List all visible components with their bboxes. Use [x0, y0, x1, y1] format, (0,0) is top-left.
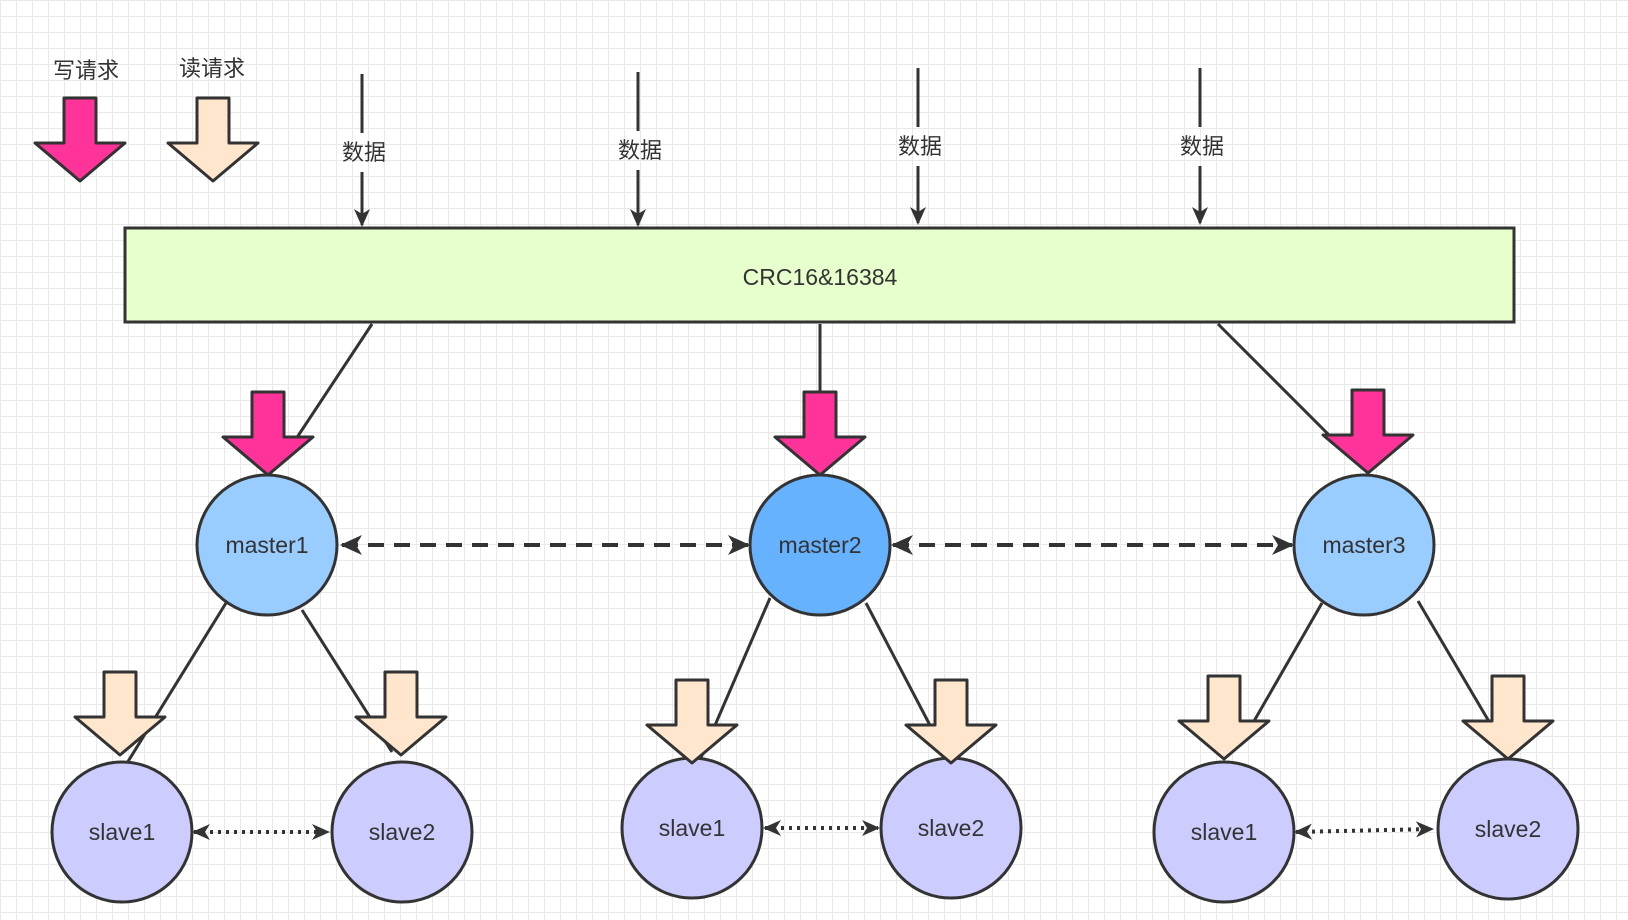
read-arrow-slave4-icon	[904, 678, 998, 765]
master-to-slave-lines	[122, 597, 1496, 769]
slave-node-3[interactable]: slave1	[620, 756, 764, 900]
slave-label-3: slave1	[659, 815, 725, 841]
master2-label: master2	[778, 532, 861, 558]
master-nodes: master1 master2 master3	[195, 473, 1436, 617]
read-arrow-slave3-icon	[645, 678, 739, 765]
read-request-label: 读请求	[179, 57, 245, 82]
read-arrow-slave2-icon	[354, 670, 448, 757]
read-arrow-slave5-icon	[1177, 674, 1271, 761]
slave-label-5: slave1	[1191, 819, 1257, 845]
hash-box: CRC16&16384	[123, 226, 1516, 324]
slave-read-arrows	[73, 670, 1555, 765]
write-arrow-master3-icon	[1321, 388, 1415, 475]
master3-slave2-line	[1416, 600, 1496, 731]
read-request-arrow-icon	[166, 96, 260, 183]
data-input-label-1: 数据	[342, 141, 386, 166]
read-arrow-slave6-icon	[1461, 674, 1555, 761]
slave-label-6: slave2	[1475, 816, 1541, 842]
write-arrow-master1-icon	[221, 390, 315, 477]
master3-label: master3	[1322, 532, 1405, 558]
hash-to-master-lines	[292, 322, 1342, 448]
write-arrow-master2-icon	[773, 390, 867, 477]
master3-slave1-line	[1244, 602, 1324, 736]
master-write-arrows	[221, 388, 1415, 477]
data-input-label-4: 数据	[1180, 135, 1224, 160]
slave-label-1: slave1	[89, 819, 155, 845]
read-arrow-slave1-icon	[73, 670, 167, 757]
master1-label: master1	[225, 532, 308, 558]
hash-box-label: CRC16&16384	[743, 264, 898, 290]
legend: 写请求 读请求	[33, 57, 260, 183]
hash-to-master3-line	[1216, 322, 1342, 448]
slave-label-2: slave2	[369, 819, 435, 845]
data-inputs: 数据 数据 数据 数据	[342, 68, 1224, 227]
slave-node-4[interactable]: slave2	[879, 756, 1023, 900]
write-request-arrow-icon	[33, 96, 127, 183]
slave-node-1[interactable]: slave1	[50, 760, 194, 904]
master3-node[interactable]: master3	[1292, 473, 1436, 617]
master1-node[interactable]: master1	[195, 473, 339, 617]
slave-nodes: slave1 slave2 slave1 slave2 slave1 slave…	[50, 756, 1580, 904]
slave-node-6[interactable]: slave2	[1436, 757, 1580, 901]
write-request-label: 写请求	[53, 59, 119, 84]
slave-links	[192, 820, 1434, 840]
data-input-label-2: 数据	[618, 139, 662, 164]
master2-node[interactable]: master2	[748, 473, 892, 617]
slave-node-5[interactable]: slave1	[1152, 760, 1296, 904]
data-input-label-3: 数据	[898, 135, 942, 160]
slave-label-4: slave2	[918, 815, 984, 841]
slave-node-2[interactable]: slave2	[330, 760, 474, 904]
slave-pair3-link	[1294, 821, 1434, 840]
master1-slave1-line	[122, 602, 228, 769]
hash-to-master1-line	[292, 323, 374, 443]
